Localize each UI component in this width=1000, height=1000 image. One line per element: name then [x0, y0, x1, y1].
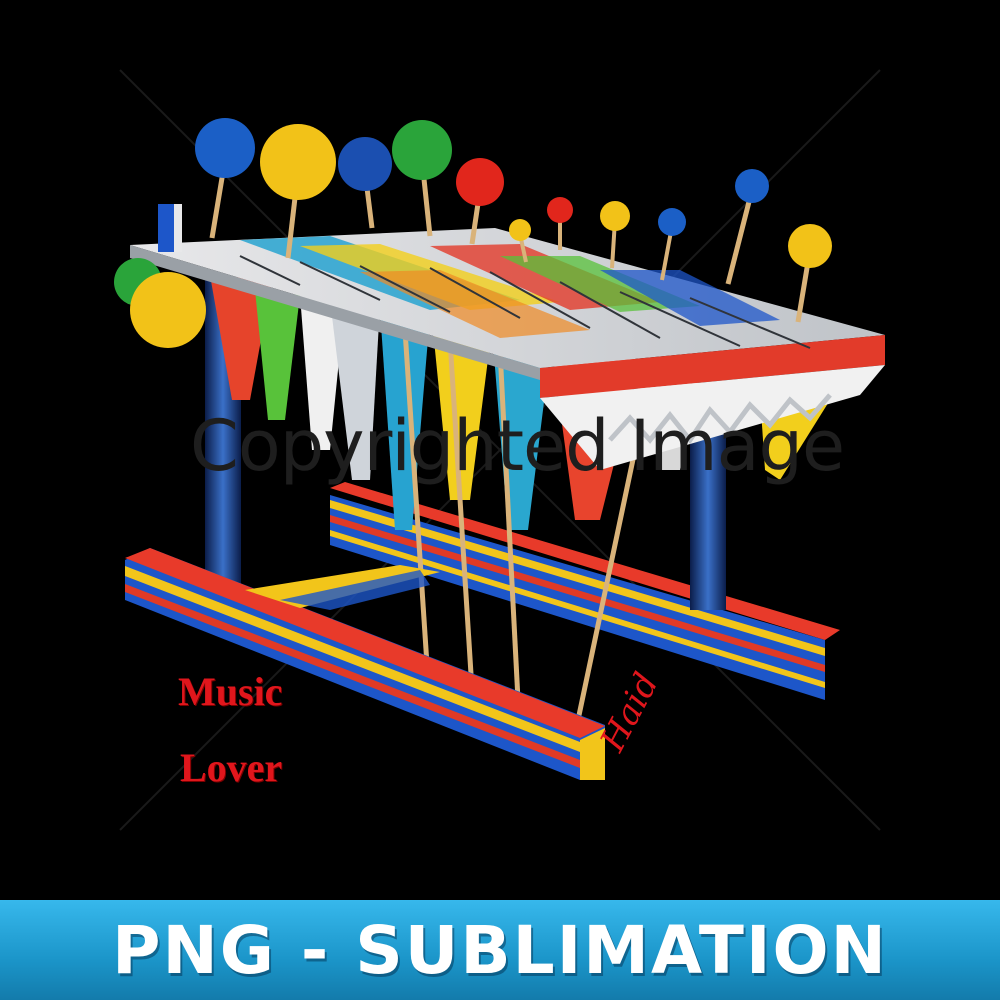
- mallets: [114, 118, 832, 348]
- hanging-sticks: [402, 329, 638, 721]
- banner-text: PNG - SUBLIMATION: [112, 911, 888, 989]
- lover-label: Lover: [180, 745, 283, 790]
- music-label: Music: [178, 669, 283, 714]
- bar-deck: [130, 228, 885, 470]
- back-post: [158, 204, 174, 252]
- watermark-text: Copyrighted Image: [190, 405, 845, 487]
- format-banner: PNG - SUBLIMATION: [0, 900, 1000, 1000]
- back-rail: [330, 482, 840, 700]
- leg-back-right: [690, 420, 726, 610]
- xylophone-illustration: [114, 69, 885, 831]
- front-rail: [125, 548, 605, 780]
